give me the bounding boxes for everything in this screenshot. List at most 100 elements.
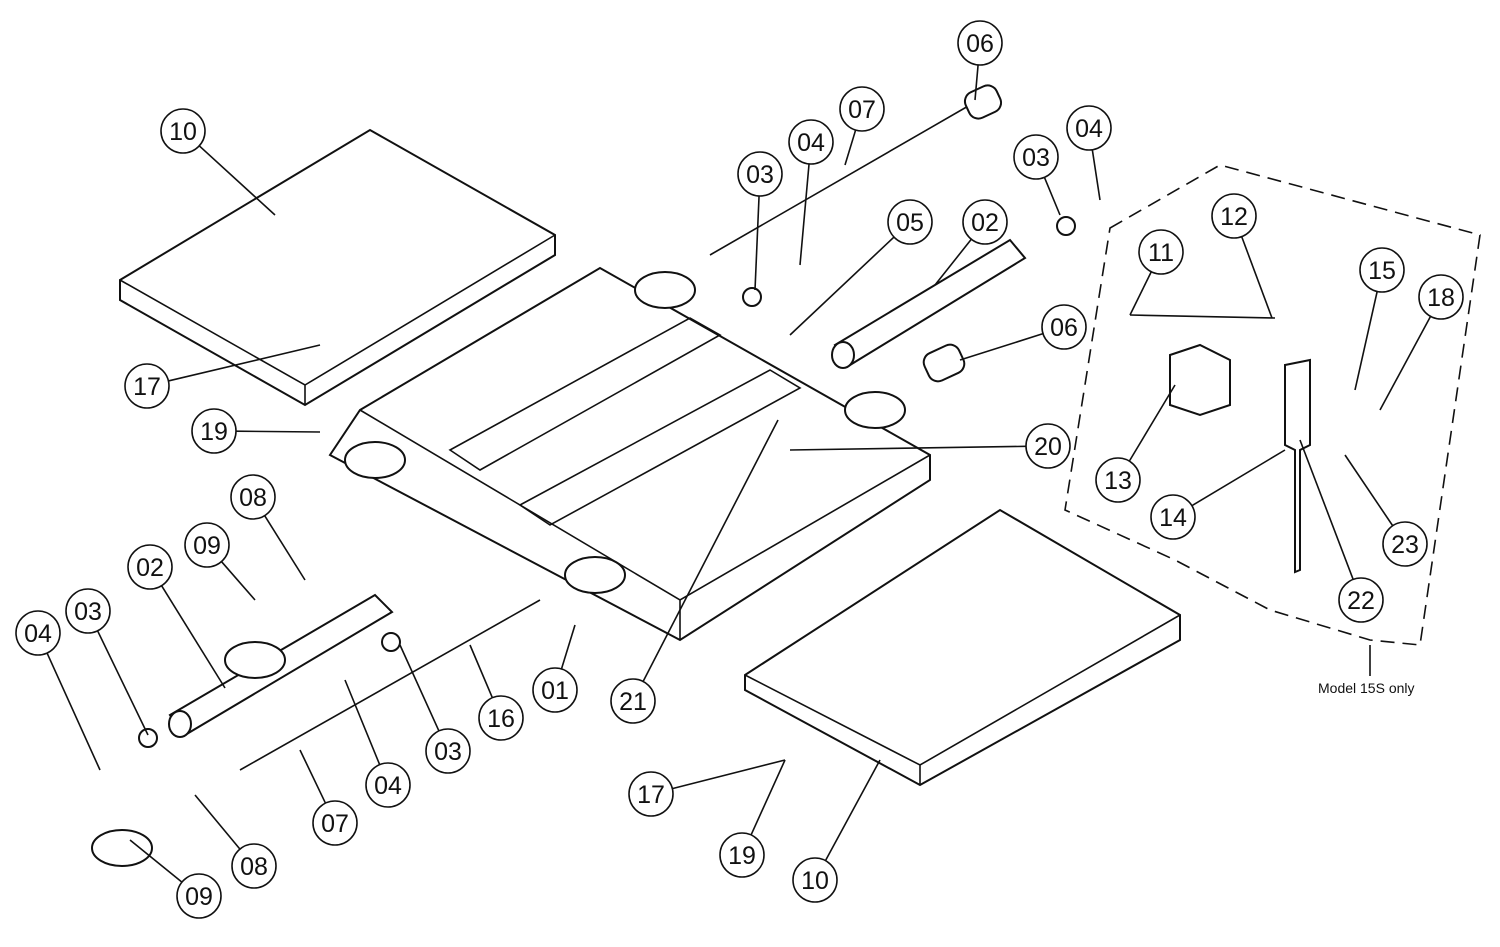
leader-line [789, 445, 1027, 451]
callout-circle [127, 544, 173, 590]
callout-circle [610, 678, 656, 724]
callout-label: 06 [1050, 314, 1078, 342]
callout-09: 09 [184, 522, 256, 601]
callout-label: 16 [487, 705, 515, 733]
leader-line [560, 624, 576, 670]
callout-04: 04 [344, 679, 411, 808]
callout-circle [478, 695, 524, 741]
rods-and-rollers [91, 84, 1076, 867]
callout-label: 09 [193, 532, 221, 560]
callout-circle [160, 108, 206, 154]
callout-05: 05 [789, 199, 933, 336]
callout-03: 03 [1013, 134, 1061, 216]
leader-line [264, 515, 306, 581]
leader-line [235, 430, 321, 433]
callout-03: 03 [737, 151, 783, 291]
callout-label: 19 [200, 418, 228, 446]
leader-line [799, 163, 810, 266]
callout-04: 04 [788, 119, 834, 266]
callout-01: 01 [532, 624, 578, 713]
callout-label: 02 [136, 554, 164, 582]
leader-line [469, 644, 494, 699]
model-15s-note: Model 15S only [1318, 680, 1415, 696]
callout-11: 11 [1129, 229, 1184, 316]
callout-03: 03 [65, 588, 149, 736]
callout-08: 08 [230, 474, 306, 581]
leader-line [1240, 236, 1273, 319]
callout-circle [365, 762, 411, 808]
callout-label: 10 [801, 867, 829, 895]
leader-line [344, 679, 381, 765]
callout-07: 07 [839, 86, 885, 166]
leader-line [789, 236, 895, 336]
callout-label: 14 [1159, 504, 1187, 532]
leader-line [96, 630, 149, 736]
callout-circle [1338, 577, 1384, 623]
callout-label: 03 [746, 161, 774, 189]
callout-circle [191, 408, 237, 454]
callout-circle [1041, 304, 1087, 350]
callout-label: 04 [374, 772, 402, 800]
leader-line [642, 419, 779, 682]
callout-label: 06 [966, 30, 994, 58]
callout-circle [1359, 247, 1405, 293]
callout-circle [124, 363, 170, 409]
callout-circle [15, 610, 61, 656]
callout-circle [65, 588, 111, 634]
left-extension-table [119, 128, 556, 407]
callout-circle [1211, 193, 1257, 239]
callout-02: 02 [934, 199, 1008, 286]
callout-circle [532, 667, 578, 713]
callout-circle [176, 873, 222, 919]
callout-12: 12 [1211, 193, 1273, 319]
callout-09: 09 [129, 839, 222, 919]
callout-circle [312, 800, 358, 846]
leader-line [1091, 149, 1101, 201]
callout-circle [719, 832, 765, 878]
callout-21: 21 [610, 419, 779, 724]
leader-line [1344, 454, 1394, 527]
leader-line [129, 839, 183, 883]
callout-label: 05 [896, 209, 924, 237]
callout-10: 10 [792, 759, 881, 903]
callout-label: 03 [434, 738, 462, 766]
callout-circle [1025, 423, 1071, 469]
callout-circle [184, 522, 230, 568]
right-extension-table [744, 508, 1181, 787]
main-table-body [328, 266, 931, 642]
leader-line [399, 644, 440, 732]
callout-10: 10 [160, 108, 276, 216]
callout-13: 13 [1095, 384, 1176, 503]
leader-line [934, 238, 972, 286]
callout-circle [1382, 521, 1428, 567]
leader-line [46, 652, 101, 771]
callout-04: 04 [15, 610, 101, 771]
callout-circle [1095, 457, 1141, 503]
callout-circle [1138, 229, 1184, 275]
callout-label: 09 [185, 883, 213, 911]
leader-line [194, 794, 241, 850]
leader-line [754, 195, 760, 291]
callout-06: 06 [959, 304, 1087, 361]
callout-02: 02 [127, 544, 226, 689]
leader-line [1191, 449, 1286, 507]
callout-20: 20 [789, 423, 1071, 469]
callout-label: 22 [1347, 587, 1375, 615]
callout-07: 07 [299, 749, 358, 846]
model-15s-kit [1064, 164, 1481, 646]
callout-19: 19 [191, 408, 321, 454]
callout-label: 07 [321, 810, 349, 838]
leader-line [974, 64, 979, 101]
callout-label: 15 [1368, 257, 1396, 285]
callout-circle [628, 771, 674, 817]
callout-14: 14 [1150, 449, 1286, 540]
callout-17: 17 [628, 759, 786, 817]
leader-line [1299, 439, 1354, 580]
leader-line [959, 332, 1044, 361]
callout-circle [962, 199, 1008, 245]
callout-label: 08 [239, 484, 267, 512]
callout-label: 23 [1391, 531, 1419, 559]
leader-line [1128, 384, 1176, 462]
callout-circle [230, 474, 276, 520]
